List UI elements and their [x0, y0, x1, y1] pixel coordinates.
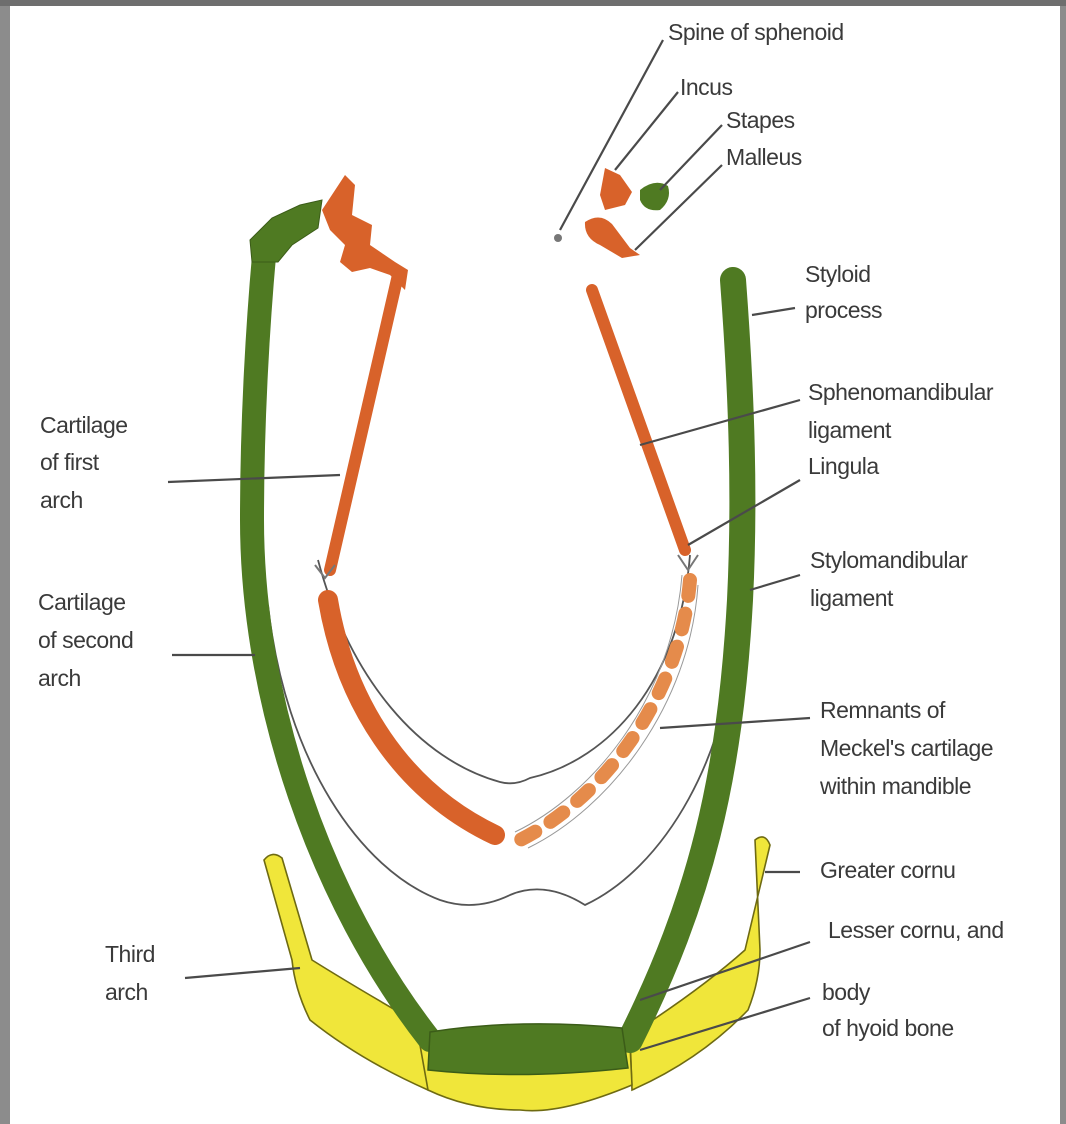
- label-incus: Incus: [680, 74, 732, 100]
- meckels-remnant-right-dashed: [520, 580, 690, 840]
- styloid-process: [630, 280, 742, 1040]
- label-first-arch-3: arch: [40, 487, 83, 513]
- label-third-arch-1: Third: [105, 941, 155, 967]
- incus: [600, 168, 632, 210]
- meckels-cartilage-left-bar: [330, 275, 398, 570]
- label-sphenomandibular-1: Sphenomandibular: [808, 379, 994, 405]
- label-body-2: of hyoid bone: [822, 1015, 954, 1041]
- label-lesser-cornu: Lesser cornu, and: [828, 917, 1004, 943]
- label-styloid-2: process: [805, 297, 882, 323]
- pharyngeal-arch-diagram: Spine of sphenoid Incus Stapes Malleus S…: [10, 6, 1060, 1124]
- leader-stapes: [660, 125, 722, 190]
- leader-sphenomandibular: [640, 400, 800, 445]
- label-second-arch-1: Cartilage: [38, 589, 126, 615]
- leader-stylomandibular: [750, 575, 800, 590]
- label-stylomandibular-1: Stylomandibular: [810, 547, 968, 573]
- leader-incus: [615, 92, 678, 170]
- stapes: [640, 183, 669, 210]
- leader-third-arch: [185, 968, 300, 978]
- second-arch-cartilage: [252, 245, 742, 1040]
- meckels-cartilage-left-remnant: [328, 600, 495, 835]
- label-sphenomandibular-2: ligament: [808, 417, 892, 443]
- diagram-canvas: Spine of sphenoid Incus Stapes Malleus S…: [10, 6, 1060, 1124]
- label-first-arch-2: of first: [40, 449, 100, 475]
- mandible-inner-outline: [318, 555, 690, 783]
- spine-of-sphenoid-mark: [554, 234, 562, 242]
- label-stapes: Stapes: [726, 107, 795, 133]
- sphenomandibular-ligament: [592, 290, 685, 550]
- label-greater-cornu: Greater cornu: [820, 857, 955, 883]
- label-body-1: body: [822, 979, 871, 1005]
- hyoid-body-green-section: [428, 1024, 628, 1075]
- label-spine-of-sphenoid: Spine of sphenoid: [668, 19, 844, 45]
- label-remnants-2: Meckel's cartilage: [820, 735, 993, 761]
- first-arch-cartilage: [322, 168, 698, 848]
- label-third-arch-2: arch: [105, 979, 148, 1005]
- label-lingula: Lingula: [808, 453, 879, 479]
- label-remnants-1: Remnants of: [820, 697, 946, 723]
- meckels-remnant-right-outline: [515, 575, 698, 848]
- label-first-arch-1: Cartilage: [40, 412, 128, 438]
- second-arch-left-top: [250, 200, 322, 262]
- labels: Spine of sphenoid Incus Stapes Malleus S…: [38, 19, 1004, 1041]
- label-malleus: Malleus: [726, 144, 802, 170]
- label-second-arch-2: of second: [38, 627, 133, 653]
- malleus: [585, 217, 640, 258]
- label-styloid-1: Styloid: [805, 261, 871, 287]
- label-remnants-3: within mandible: [819, 773, 971, 799]
- label-stylomandibular-2: ligament: [810, 585, 894, 611]
- leader-styloid: [752, 308, 795, 315]
- label-second-arch-3: arch: [38, 665, 81, 691]
